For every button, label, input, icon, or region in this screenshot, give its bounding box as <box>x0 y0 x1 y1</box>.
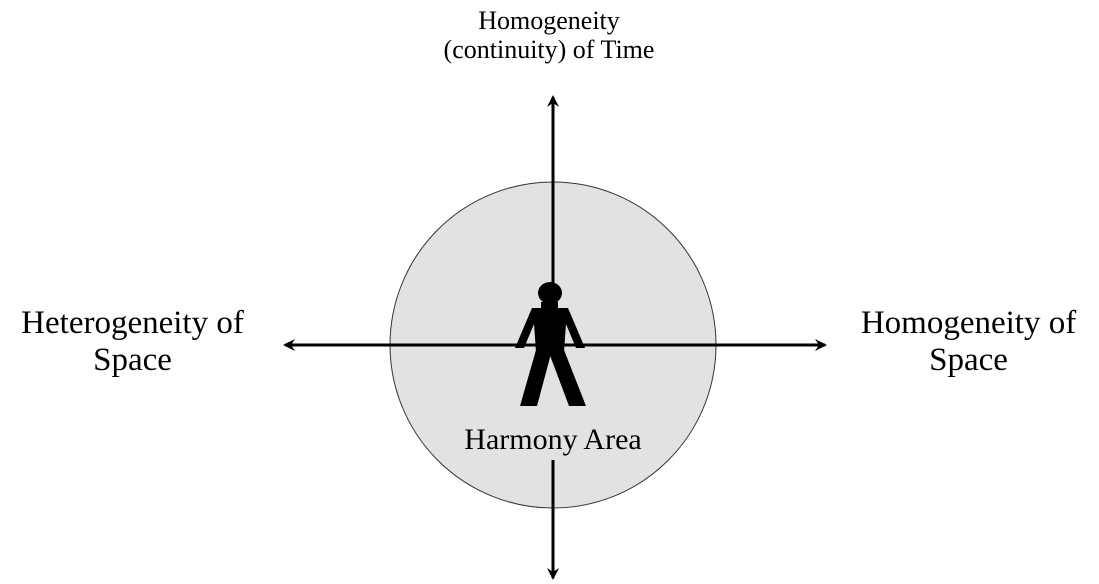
heterogeneity-space-label-line2: Space <box>93 341 172 378</box>
heterogeneity-space-label: Heterogeneity of Space <box>0 305 265 379</box>
human-figure-icon <box>515 282 586 406</box>
heterogeneity-space-label-line1: Heterogeneity of <box>21 305 244 341</box>
harmony-area-label: Harmony Area <box>464 423 642 456</box>
time-axis-label: Homogeneity (continuity) of Time <box>399 6 699 64</box>
time-axis-label-line2: (continuity) of Time <box>443 35 655 65</box>
homogeneity-space-label-line1: Homogeneity of <box>860 305 1077 341</box>
time-axis-label-line1: Homogeneity <box>478 6 620 35</box>
homogeneity-space-label-line2: Space <box>929 341 1008 378</box>
homogeneity-space-label: Homogeneity of Space <box>838 305 1099 379</box>
